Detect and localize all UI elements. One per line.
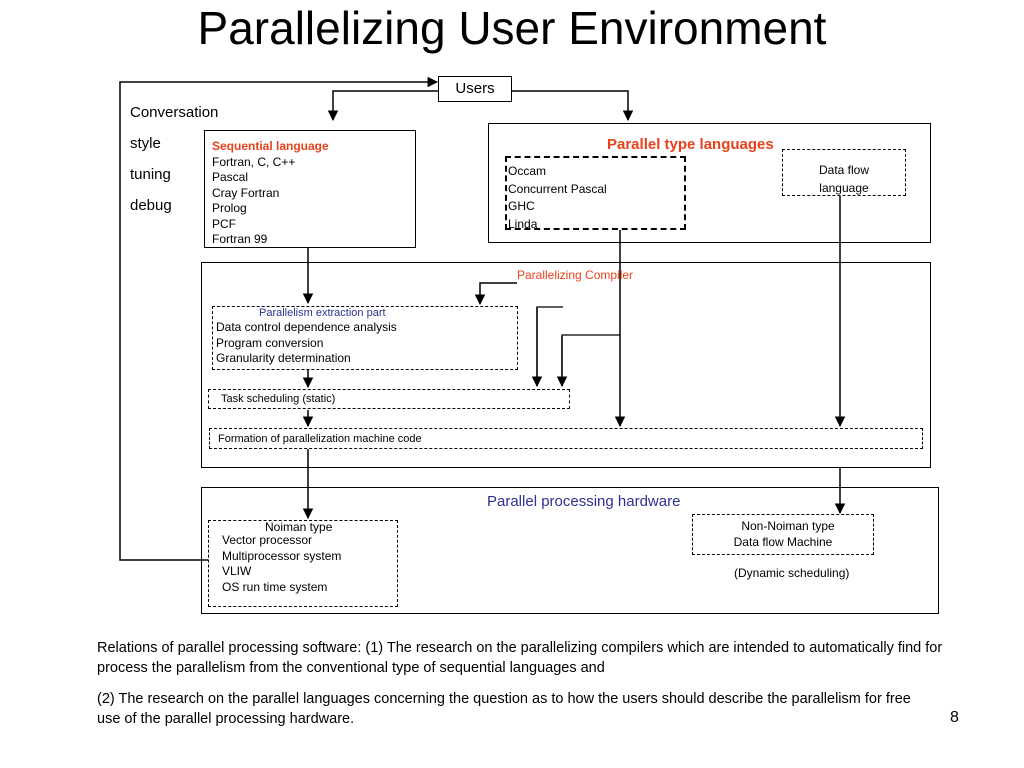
- noiman-item: Vector processor: [222, 533, 313, 547]
- parallel-language-item: Concurrent Pascal: [508, 181, 607, 196]
- extraction-heading: Parallelism extraction part: [259, 307, 386, 319]
- hardware-heading: Parallel processing hardware: [487, 493, 681, 510]
- users-to-sequential-arrow: [327, 90, 438, 122]
- sequential-item: PCF: [212, 216, 236, 231]
- formation-box: Formation of parallelization machine cod…: [209, 428, 923, 449]
- non-noiman-heading: Non-Noiman type: [741, 519, 835, 533]
- parallel-languages-list: Occam Concurrent Pascal GHC Linda: [505, 156, 686, 231]
- extraction-item: Granularity determination: [216, 351, 351, 365]
- sequential-language-box: Sequential language Fortran, C, C++ Pasc…: [204, 130, 416, 248]
- side-label-style: style: [130, 135, 161, 152]
- dataflow-language-line: language: [819, 180, 869, 195]
- side-label-conversation: Conversation: [130, 104, 219, 121]
- parallelizing-compiler-box: [201, 262, 931, 468]
- sequential-item: Prolog: [212, 201, 247, 215]
- noiman-item: VLIW: [222, 564, 252, 578]
- parallel-languages-box: [488, 123, 931, 243]
- side-label-tuning: tuning: [130, 166, 171, 183]
- users-label: Users: [455, 80, 495, 97]
- sequential-heading: Sequential language: [212, 139, 329, 153]
- noiman-item: Multiprocessor system: [222, 548, 342, 563]
- dataflow-language-box: Data flow language: [782, 149, 906, 196]
- extraction-item: Data control dependence analysis: [216, 320, 397, 334]
- parallelism-extraction-box: Parallelism extraction part Data control…: [212, 306, 518, 370]
- noiman-heading: Noiman type: [265, 520, 333, 534]
- compiler-to-extraction-arrow: [474, 282, 517, 306]
- feedback-loop-line: [119, 76, 439, 561]
- sequential-item: Cray Fortran: [212, 185, 280, 200]
- page-number: 8: [950, 709, 959, 726]
- parallel-language-item: Occam: [508, 164, 547, 178]
- formation-label: Formation of parallelization machine cod…: [218, 433, 422, 445]
- sequential-item: Pascal: [212, 170, 249, 184]
- parallel-language-item: GHC: [508, 199, 535, 213]
- noiman-type-box: Noiman type Vector processor Multiproces…: [208, 520, 398, 607]
- users-box: Users: [438, 76, 512, 102]
- hardware-box: [201, 487, 939, 614]
- note-2: (2) The research on the parallel languag…: [97, 691, 911, 727]
- side-label-debug: debug: [130, 197, 172, 214]
- sequential-item: Fortran 99: [212, 232, 268, 246]
- users-to-parallel-arrow: [512, 90, 634, 122]
- side-labels: Conversation style tuning debug: [130, 97, 218, 221]
- task-scheduling-label: Task scheduling (static): [221, 393, 336, 405]
- sequential-item: Fortran, C, C++: [212, 154, 296, 169]
- page-title: Parallelizing User Environment: [197, 2, 827, 54]
- compiler-heading: Parallelizing Compiler: [517, 268, 634, 282]
- parallel-language-item: Linda: [508, 216, 538, 231]
- dataflow-language-line: Data flow: [818, 163, 870, 177]
- note-1: Relations of parallel processing softwar…: [97, 640, 943, 676]
- parallel-languages-heading: Parallel type languages: [607, 136, 774, 153]
- dynamic-scheduling-label: (Dynamic scheduling): [734, 566, 850, 580]
- task-scheduling-box: Task scheduling (static): [208, 389, 570, 409]
- extraction-item: Program conversion: [216, 335, 324, 350]
- non-noiman-type-box: Non-Noiman type Data flow Machine: [692, 514, 874, 555]
- non-noiman-item: Data flow Machine: [733, 534, 833, 549]
- noiman-item: OS run time system: [222, 579, 328, 594]
